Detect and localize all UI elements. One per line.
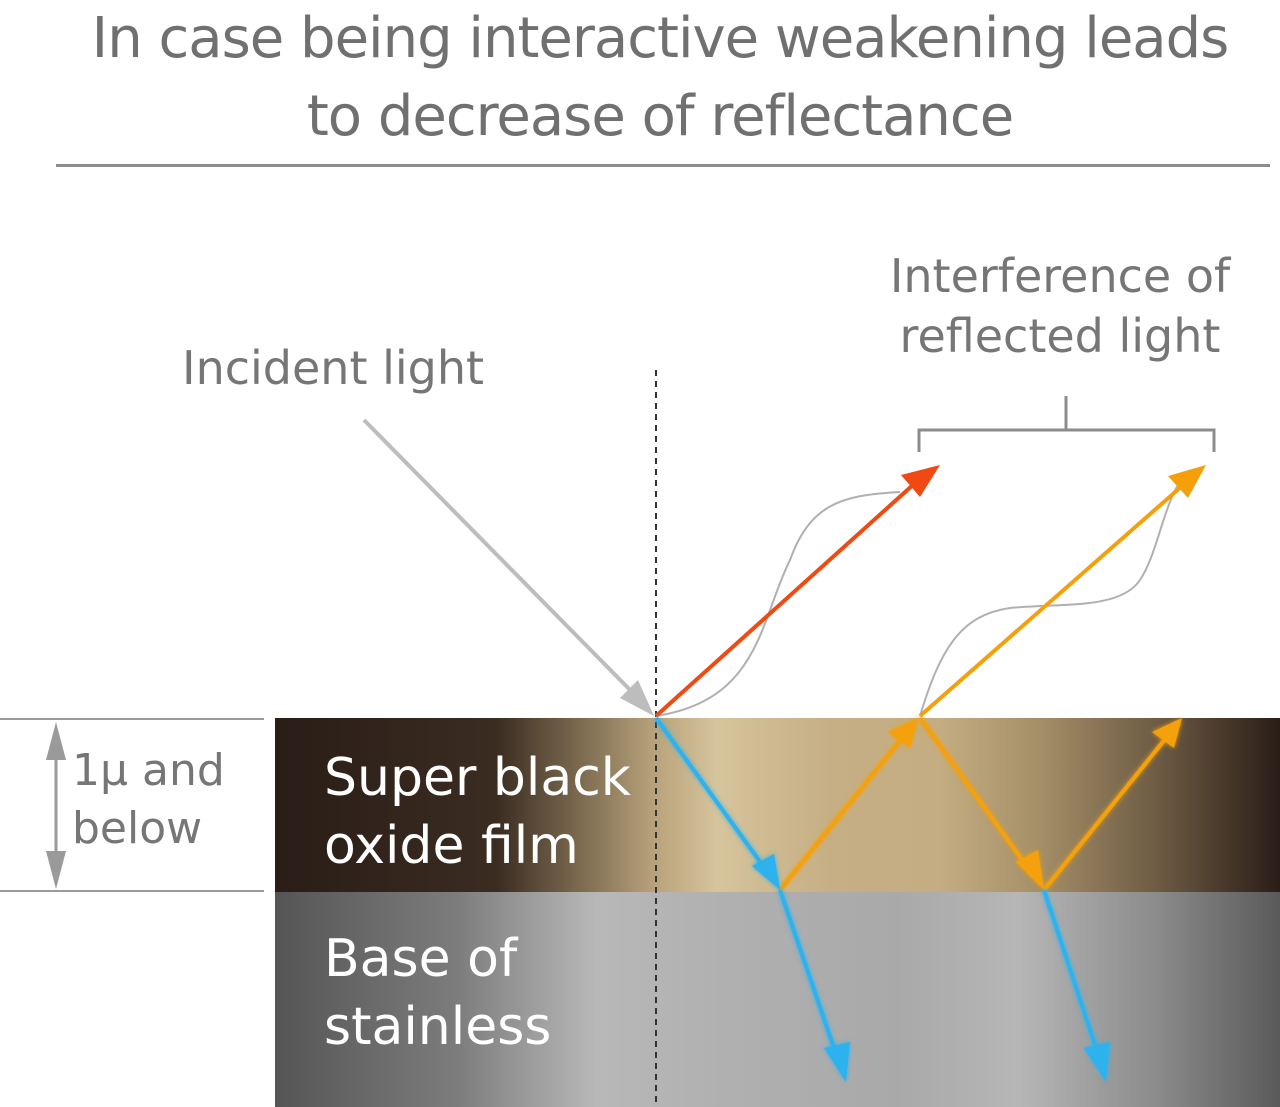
interference-bracket [917,396,1216,452]
interference-label-line-2: reflected light [899,309,1221,363]
interference-label: Interference of reflected light [860,246,1260,366]
reflected-wave-curve-1 [655,491,901,717]
thickness-label: 1μ and below [72,742,225,858]
surface-reflected-ray [654,465,940,718]
stainless-base-layer [275,892,1280,1107]
internal-reflection-rays [778,716,1182,892]
oxide-film-label-line-1: Super black [324,748,631,808]
oxide-film-label-line-2: oxide film [324,816,579,876]
incident-light-label: Incident light [182,341,485,395]
reflected-wave-curve-2 [919,469,1191,717]
title-divider [56,164,1270,167]
transmitted-rays [654,716,1110,1082]
incident-light-ray [362,418,654,716]
diagram-title: In case being interactive weakening lead… [40,0,1280,156]
title-line-2: to decrease of reflectance [306,84,1014,149]
stainless-base-label-line-1: Base of [324,929,518,989]
thickness-label-line-2: below [72,803,203,854]
thickness-label-line-1: 1μ and [72,745,225,796]
interference-label-line-1: Interference of [889,249,1231,303]
thickness-dimension-arrow [46,722,66,889]
stainless-base-label-line-2: stainless [324,997,552,1057]
film-reflected-ray [918,465,1206,718]
stainless-base-label: Base of stainless [324,925,551,1061]
oxide-film-label: Super black oxide film [324,744,631,880]
title-line-1: In case being interactive weakening lead… [91,6,1230,71]
